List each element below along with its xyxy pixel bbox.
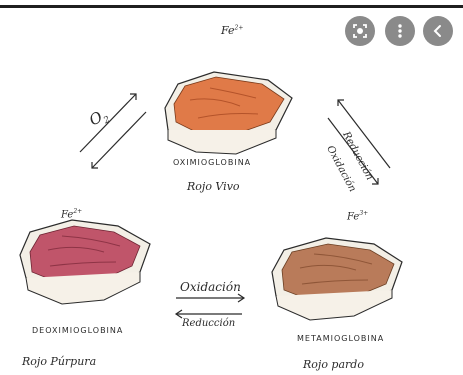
redox-bottom-arrows (176, 294, 244, 318)
reduction-bottom-label: Reducción (182, 318, 235, 329)
top-iron-label: Fe2+ (221, 24, 243, 37)
oxymyoglobin-label: OXIMIOGLOBINA (173, 158, 251, 167)
metmyoglobin-steak (272, 238, 402, 320)
deoxymyoglobin-steak (20, 220, 150, 304)
left-iron-label: Fe2+ (61, 208, 82, 220)
oxymyoglobin-color-label: Rojo Vivo (187, 180, 240, 193)
right-iron-label: Fe3+ (347, 210, 368, 222)
metmyoglobin-color-label: Rojo pardo (303, 358, 364, 371)
metmyoglobin-label: METAMIOGLOBINA (297, 334, 384, 343)
deoxymyoglobin-color-label: Rojo Púrpura (22, 355, 96, 368)
oxymyoglobin-steak (165, 72, 292, 154)
oxidation-bottom-label: Oxidación (180, 280, 241, 294)
o2-arrows (80, 94, 146, 168)
deoxymyoglobin-label: DEOXIMIOGLOBINA (32, 326, 123, 335)
